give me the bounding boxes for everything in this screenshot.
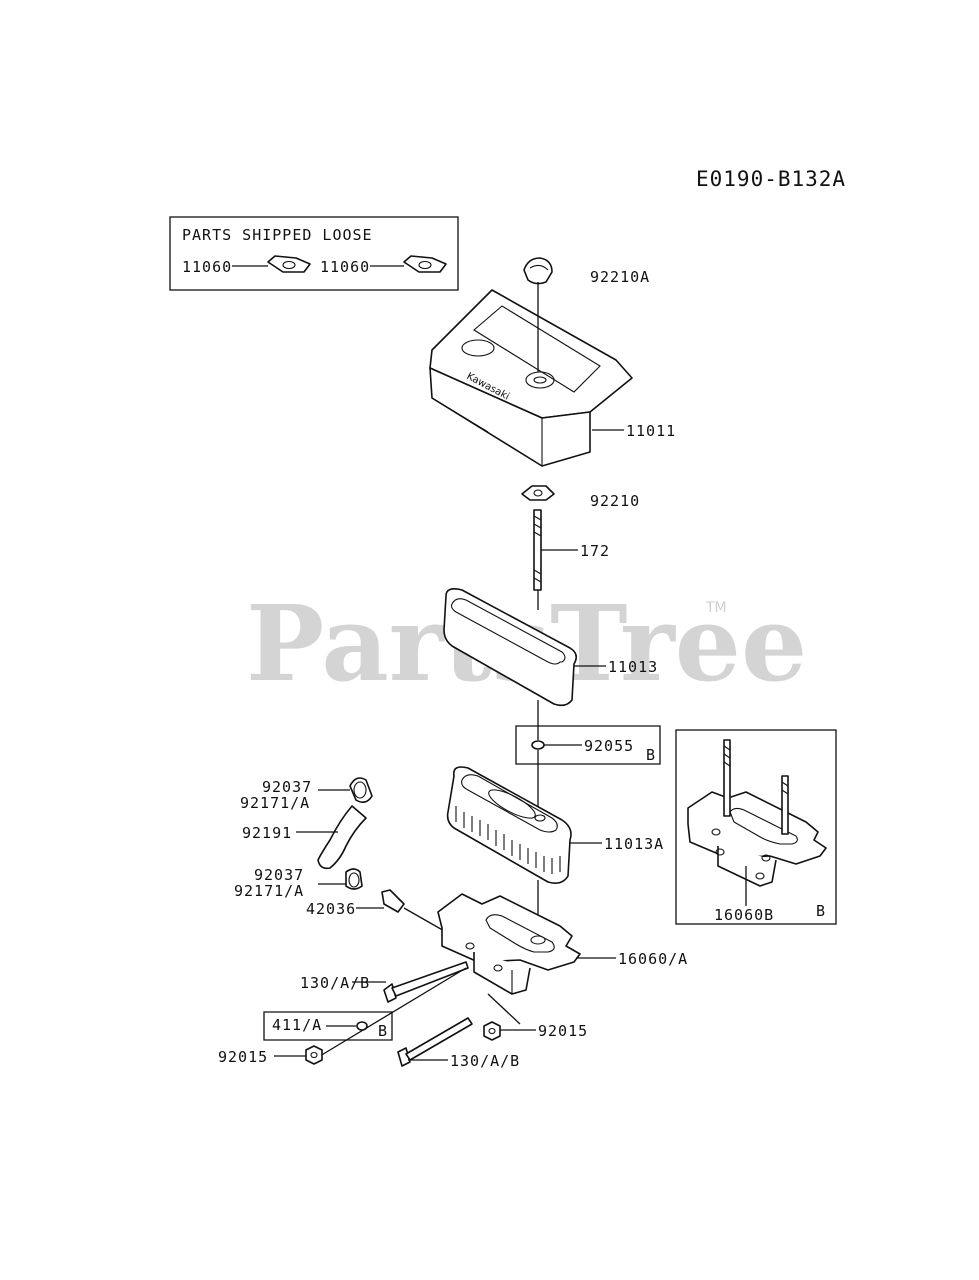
parts-shipped-loose-title: PARTS SHIPPED LOOSE [182,226,373,244]
breather-fitting-icon [381,889,405,913]
callout-411A[interactable]: 411/A [272,1016,322,1034]
box-b-label: B [646,746,656,764]
bolt-upper-icon [383,961,469,1003]
stud-short-icon [781,775,789,835]
loose-part-label[interactable]: 11060 [320,258,370,276]
callout-11011[interactable]: 11011 [626,422,676,440]
callout-92210A[interactable]: 92210A [590,268,650,286]
knob-92210A-icon [523,257,553,285]
callout-42036[interactable]: 42036 [306,900,356,918]
loose-part-label[interactable]: 11060 [182,258,232,276]
callout-92055[interactable]: 92055 [584,737,634,755]
diagram-code: E0190-B132A [696,167,846,191]
box-b-label: B [816,902,826,920]
pre-cleaner-11013-icon [443,588,578,707]
callout-172[interactable]: 172 [580,542,610,560]
callout-92171A-upper[interactable]: 92171/A [240,794,310,812]
washer-box-b: 92055 B [515,725,661,765]
box-b-label: B [378,1022,388,1040]
callout-11013A[interactable]: 11013A [604,835,664,853]
stud-172-icon [533,509,542,591]
watermark-tm: TM [705,600,727,616]
breather-hose-icon [317,805,367,870]
callout-92210[interactable]: 92210 [590,492,640,510]
parts-shipped-loose-box: PARTS SHIPPED LOOSE 11060 11060 [169,216,459,291]
base-plate-16060B-icon [687,791,827,887]
callout-92171A-lower[interactable]: 92171/A [234,882,304,900]
gasket-11060-icon [403,255,447,273]
detail-box-16060B: 16060B B [675,729,837,925]
callout-92037-upper[interactable]: 92037 [262,778,312,796]
air-cleaner-cover-icon: Kawasaki [429,289,633,467]
callout-92191[interactable]: 92191 [242,824,292,842]
callout-92015-left[interactable]: 92015 [218,1048,268,1066]
wing-nut-92210-icon [521,485,555,501]
hose-clamp-upper-icon [349,777,373,804]
callout-16060B[interactable]: 16060B [714,906,774,924]
washer-411A-box: 411/A B [263,1011,393,1041]
callout-130AB-lower[interactable]: 130/A/B [450,1052,520,1070]
callout-11013[interactable]: 11013 [608,658,658,676]
stud-tall-icon [723,739,731,817]
callout-130AB-upper[interactable]: 130/A/B [300,974,370,992]
callout-92037-lower[interactable]: 92037 [254,866,304,884]
nut-92015-left-icon [305,1045,323,1065]
base-plate-16060A-icon [437,893,581,995]
gasket-11060-icon [267,255,311,273]
nut-92015-right-icon [483,1021,501,1041]
bolt-lower-icon [397,1017,473,1067]
hose-clamp-lower-icon [345,868,363,890]
callout-16060A[interactable]: 16060/A [618,950,688,968]
callout-92015-right[interactable]: 92015 [538,1022,588,1040]
air-filter-element-icon [446,766,572,884]
